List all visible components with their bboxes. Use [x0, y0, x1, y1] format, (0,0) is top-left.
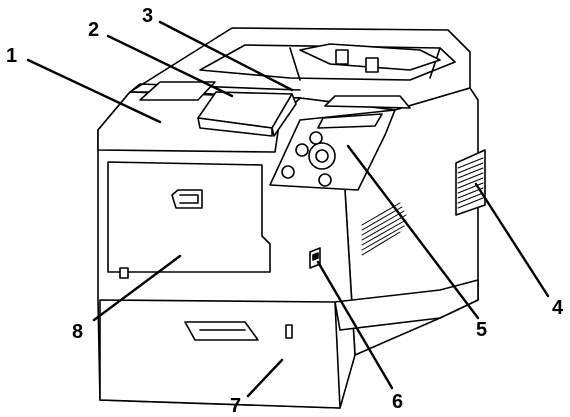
panel-button-bottom	[281, 165, 295, 179]
top-cover-strip	[129, 83, 301, 93]
paper-guide-flap	[324, 95, 411, 109]
leader-line-5	[346, 144, 480, 320]
callout-numbers: 1 2 3 4 5 6 7 8	[6, 5, 564, 417]
panel-button-top	[309, 131, 323, 145]
paper-cassette	[99, 299, 341, 409]
cassette-handle	[184, 321, 259, 341]
power-switch-rocker	[312, 252, 319, 261]
leader-lines	[26, 20, 550, 398]
output-tray-handle-front	[271, 93, 297, 137]
output-tray-handle-side	[197, 117, 273, 137]
leader-line-8	[92, 254, 182, 322]
left-indicator	[119, 267, 129, 279]
panel-dial-inner	[315, 149, 329, 163]
callout-6: 6	[392, 391, 403, 413]
callout-5: 5	[476, 319, 487, 341]
panel-display	[317, 113, 383, 129]
stopper-tab-left	[335, 49, 349, 65]
stopper-tab-right	[365, 57, 379, 73]
panel-button-mid	[295, 143, 309, 157]
leader-line-1	[26, 58, 162, 124]
leader-line-4	[474, 182, 550, 298]
callout-1: 1	[6, 45, 17, 67]
mp-tray	[107, 161, 271, 273]
leader-line-7	[246, 358, 284, 398]
paper-stopper	[299, 43, 441, 71]
callout-2: 2	[88, 19, 99, 41]
callout-3: 3	[142, 5, 153, 27]
cassette-indicator	[285, 324, 293, 339]
side-vent-hatching	[361, 202, 407, 256]
cassette-right-edge	[334, 279, 479, 331]
leader-line-2	[106, 34, 234, 98]
top-tray-rails	[289, 47, 441, 81]
panel-button-right	[318, 173, 332, 187]
top-cover-opening	[139, 81, 216, 101]
leader-line-6	[316, 260, 394, 390]
leader-line-3	[158, 20, 294, 92]
mp-tray-handle-recess	[179, 194, 199, 204]
callout-8: 8	[72, 321, 83, 343]
callout-7: 7	[230, 395, 241, 417]
callout-4: 4	[552, 297, 564, 319]
vent-hatching	[457, 157, 484, 209]
